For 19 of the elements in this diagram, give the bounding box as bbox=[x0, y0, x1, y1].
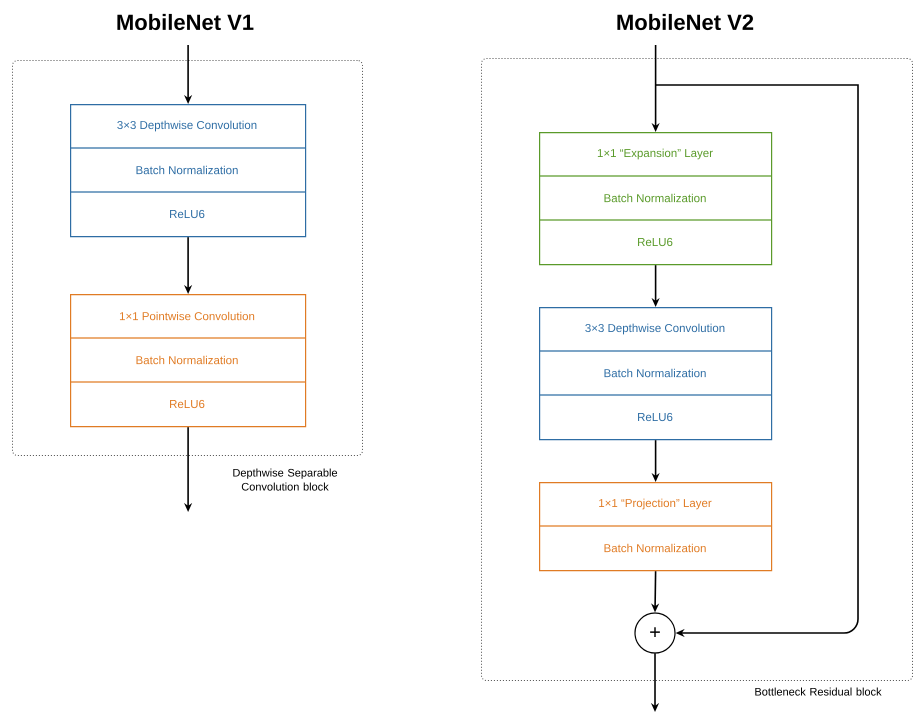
layer-label: Batch Normalization bbox=[604, 368, 706, 378]
layer-label: ReLU6 bbox=[170, 210, 204, 218]
arrow bbox=[655, 84, 859, 638]
block-caption: Depthwise Separable Convolution block bbox=[233, 468, 338, 491]
layer-label: ReLU6 bbox=[638, 238, 672, 246]
layer-label: 3×3 Depthwise Convolution bbox=[585, 324, 724, 334]
layer-label: 1×1 Pointwise Convolution bbox=[120, 312, 254, 320]
layer-label: 1×1 “Projection” Layer bbox=[599, 498, 712, 510]
layer-label: ReLU6 bbox=[638, 412, 672, 422]
layer-label: Batch Normalization bbox=[604, 544, 706, 552]
layer-label: 3×3 Depthwise Convolution bbox=[117, 120, 256, 132]
layer-label: Batch Normalization bbox=[604, 194, 706, 202]
title: MobileNet V2 bbox=[617, 14, 754, 30]
block-caption: Bottleneck Residual block bbox=[755, 688, 882, 696]
layer-label: ReLU6 bbox=[170, 400, 204, 408]
layer-label: 1×1 “Expansion” Layer bbox=[598, 148, 713, 160]
layer-label: Batch Normalization bbox=[136, 356, 238, 364]
title: MobileNet V1 bbox=[117, 14, 254, 30]
layer-label: Batch Normalization bbox=[136, 166, 238, 174]
